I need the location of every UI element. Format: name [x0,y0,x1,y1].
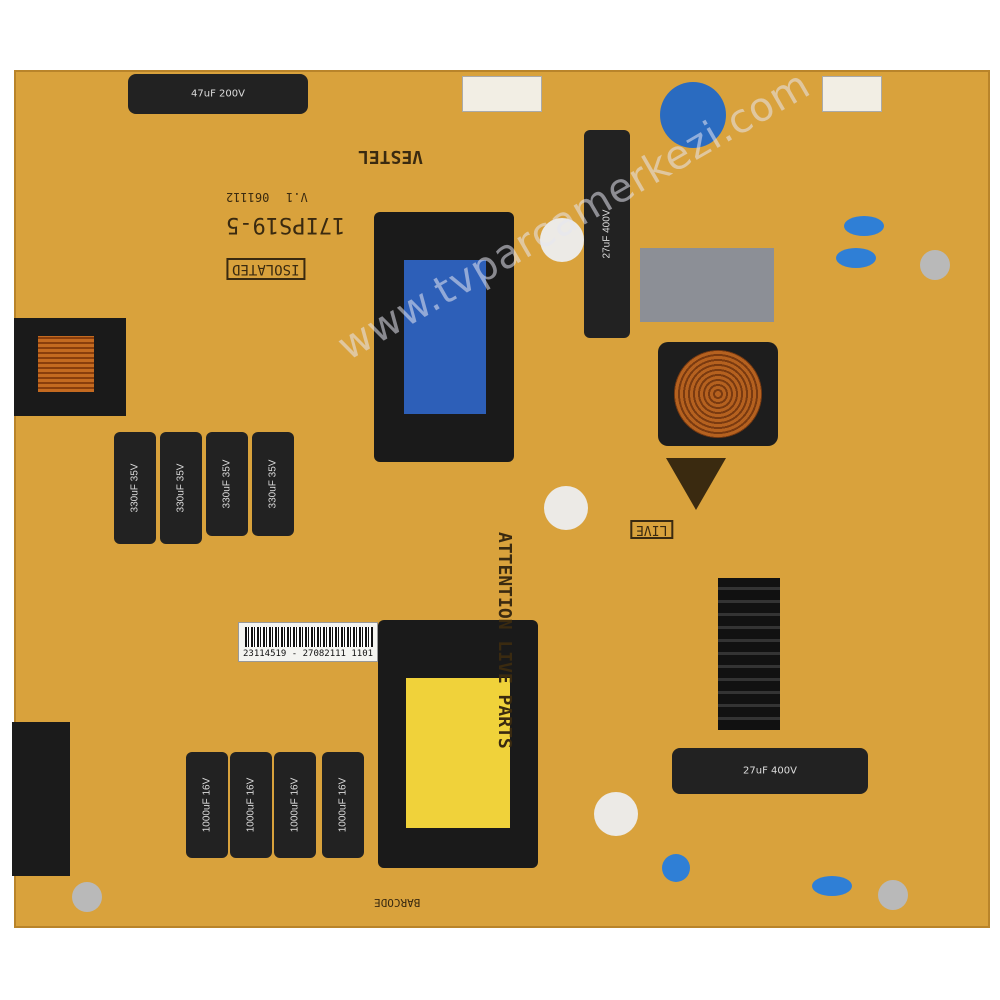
common-mode-choke [658,342,778,446]
capacitor-47uf-top: 47uF 200V [128,74,308,114]
connector-mains [822,76,882,112]
barcode-sticker: 23114519 - 27082111 1101 [238,622,378,662]
varistor-blue [660,82,726,148]
capacitor-330uf-1: 330uF 35V [114,432,156,544]
date-code-text: 061112 [226,190,270,204]
barcode-image [245,627,373,647]
ceramic-capacitor-blue [662,854,690,882]
high-voltage-warning-icon [666,458,726,510]
capacitor-1000uf-4: 1000uF 16V [322,752,364,858]
mounting-hole [878,880,908,910]
mounting-hole [72,882,102,912]
standby-capacitor-white [540,218,584,262]
ceramic-capacitor-blue [844,216,884,236]
pcb-board: 47uF 200V VESTEL 17IPS19-5 V.1 061112 IS… [12,70,990,928]
connector-top [462,76,542,112]
choke-winding [674,350,762,438]
filter-capacitor-x2 [640,248,774,322]
standby-capacitor-white [544,486,588,530]
capacitor-1000uf-2: 1000uF 16V [230,752,272,858]
transformer-standby [378,620,538,868]
transformer-tape-yellow [406,678,510,828]
brand-text: VESTEL [358,146,424,167]
heatsink [718,578,780,730]
capacitor-1000uf-3: 1000uF 16V [274,752,316,858]
capacitor-27uf-1: 27uF 400V [584,130,630,338]
version-text: V.1 [286,190,308,204]
caution-text: ATTENTION LIVE PARTS [494,532,515,749]
transformer-main [374,212,514,462]
transformer-tape-blue [404,260,486,414]
output-pin-header [12,722,70,876]
live-mark: LIVE [630,520,674,539]
capacitor-27uf-2: 27uF 400V [672,748,868,794]
capacitor-330uf-4: 330uF 35V [252,432,294,536]
isolated-mark: ISOLATED [226,258,306,280]
inductor-left [14,318,126,416]
ceramic-capacitor-blue [812,876,852,896]
ceramic-capacitor-blue [836,248,876,268]
standby-capacitor-white [594,792,638,836]
mounting-hole [920,250,950,280]
capacitor-1000uf-1: 1000uF 16V [186,752,228,858]
barcode-mark: BARCODE [374,896,421,909]
inductor-winding [38,336,94,392]
capacitor-330uf-2: 330uF 35V [160,432,202,544]
capacitor-label: 47uF 200V [191,88,245,100]
model-text: 17IPS19-5 [226,212,346,237]
capacitor-330uf-3: 330uF 35V [206,432,248,536]
sticker-code: 23114519 - 27082111 1101 [243,649,374,659]
